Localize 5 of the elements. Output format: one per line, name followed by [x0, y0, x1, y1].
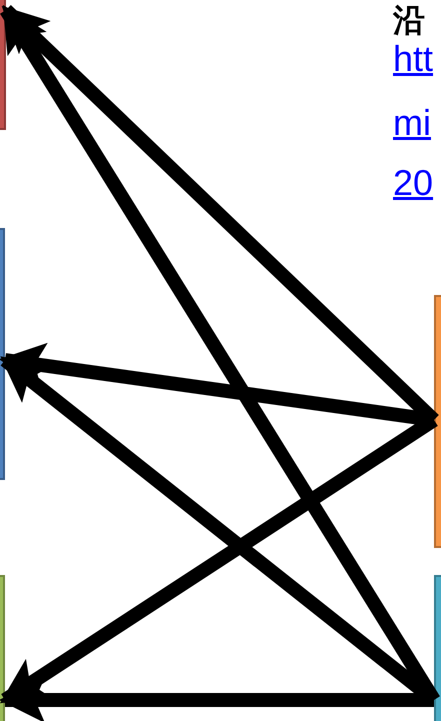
arrow: [0, 342, 435, 427]
link-text: mi: [393, 101, 431, 145]
link-text: htt: [393, 37, 434, 81]
link-text: 20: [393, 161, 434, 205]
heading-text: 沿: [393, 1, 425, 40]
